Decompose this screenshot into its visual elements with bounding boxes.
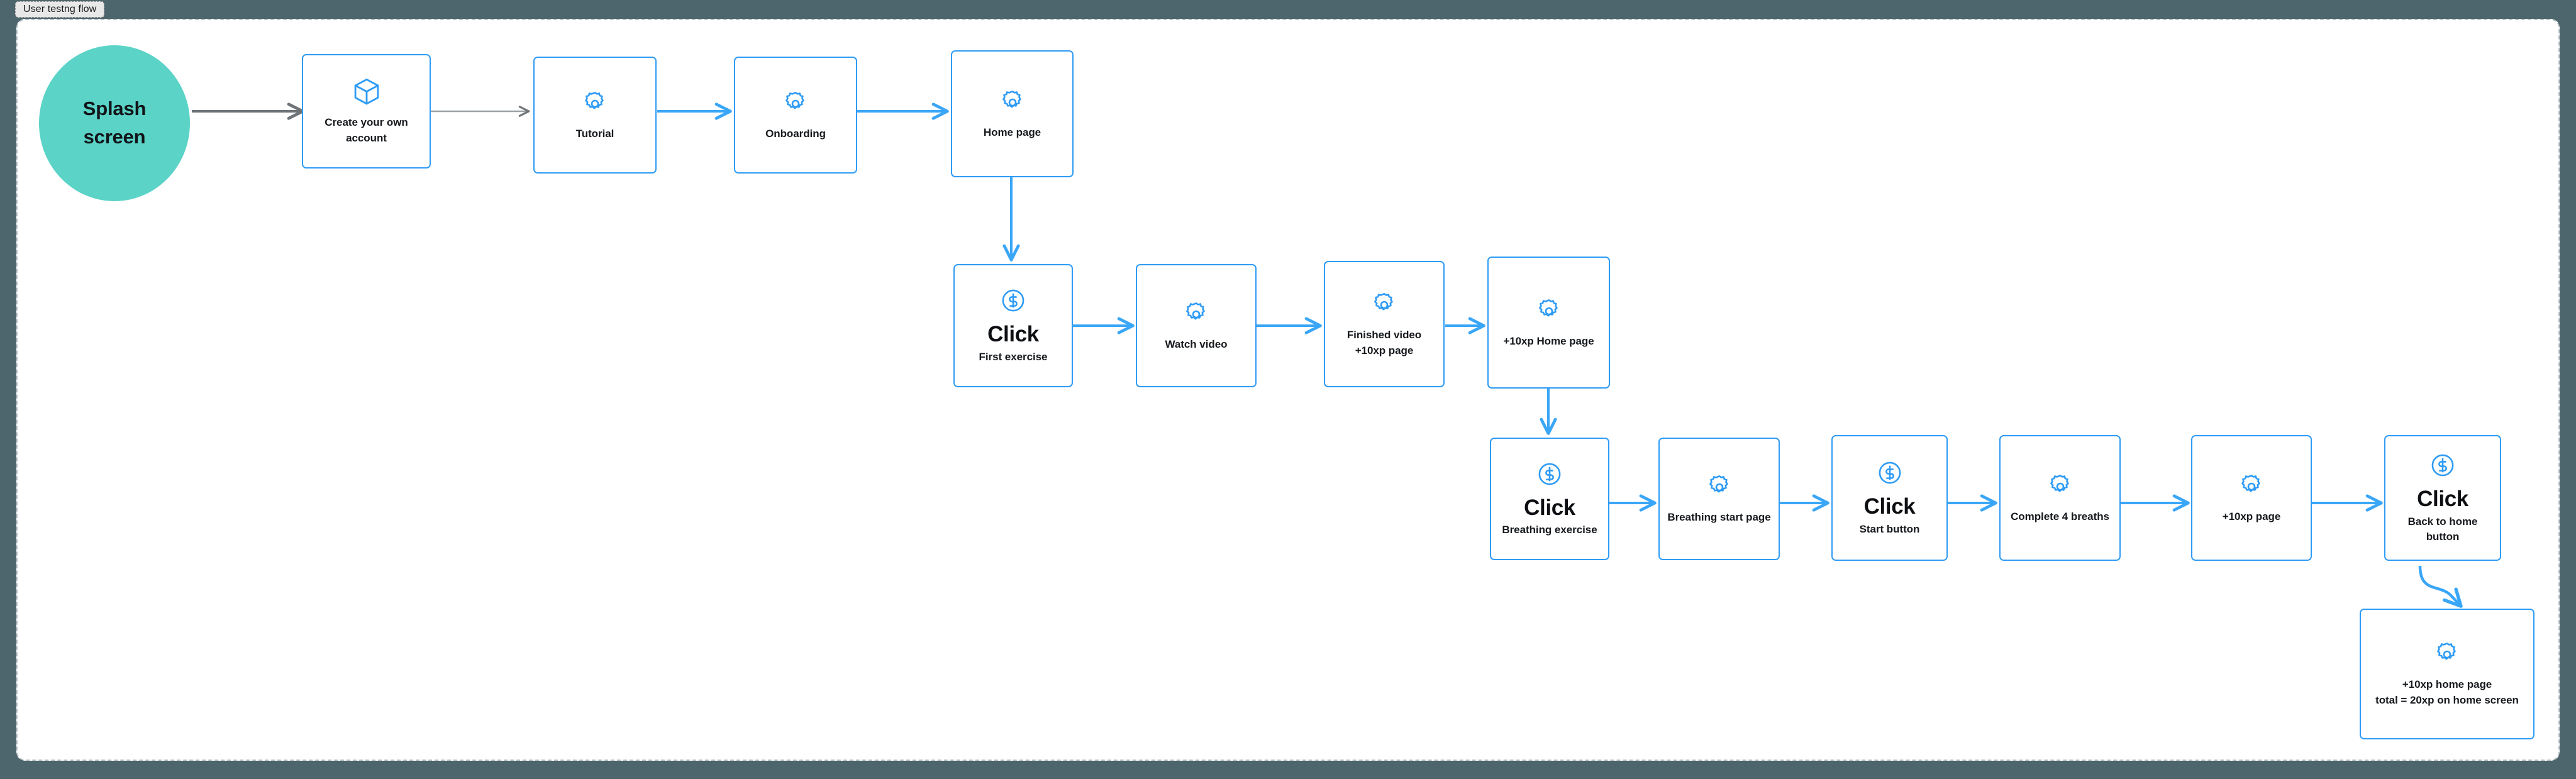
node-click-first-exercise[interactable]: Click First exercise [953, 264, 1073, 387]
node-title: Click [1863, 494, 1916, 519]
tab-user-testing-flow[interactable]: User testng flow [15, 1, 105, 18]
node-label: First exercise [979, 350, 1048, 363]
gear-icon [2045, 472, 2075, 502]
gear-icon [2236, 472, 2267, 502]
node-label: Start button [1859, 522, 1920, 535]
node-label: Create your own account [325, 116, 408, 144]
dollar-circle-icon [1535, 460, 1564, 489]
node-tutorial[interactable]: Tutorial [533, 57, 657, 174]
node-create-account[interactable]: Create your own account [302, 54, 431, 169]
node-title: Click [1524, 495, 1575, 520]
splash-line-2: screen [83, 126, 146, 148]
node-label: Finished video +10xp page [1346, 328, 1422, 356]
dollar-circle-icon [2428, 451, 2457, 480]
node-label: Onboarding [765, 127, 826, 140]
node-click-back-to-home[interactable]: Click Back to home button [2384, 435, 2501, 561]
node-click-start-button[interactable]: Click Start button [1831, 435, 1948, 561]
node-label: Breathing start page [1667, 511, 1771, 524]
tab-label: User testng flow [23, 4, 97, 14]
gear-icon [1704, 472, 1735, 502]
node-title: Click [2417, 487, 2468, 512]
node-label: Home page [983, 126, 1041, 138]
node-title: Click [987, 322, 1039, 347]
gear-icon [780, 89, 811, 119]
node-click-breathing-exercise[interactable]: Click Breathing exercise [1490, 438, 1609, 560]
node-breathing-start-page[interactable]: Breathing start page [1658, 438, 1780, 560]
dollar-circle-icon [1875, 458, 1904, 487]
node-label: Complete 4 breaths [2011, 510, 2109, 522]
gear-icon [1534, 296, 1564, 326]
node-label: +10xp page [2222, 510, 2281, 522]
dollar-circle-icon [999, 286, 1028, 315]
node-label: Watch video [1165, 338, 1228, 350]
node-home-page[interactable]: Home page [951, 50, 1074, 177]
node-label: Breathing exercise [1502, 524, 1597, 536]
node-label: Back to home button [2407, 515, 2478, 543]
node-xp-page[interactable]: +10xp page [2191, 435, 2312, 561]
node-splash-screen[interactable]: Splash screen [39, 45, 190, 201]
flow-canvas[interactable] [16, 19, 2560, 761]
cube-icon [351, 76, 382, 108]
gear-icon [997, 87, 1028, 118]
splash-line-1: Splash [82, 97, 147, 120]
gear-icon [1181, 299, 1211, 329]
gear-icon [2432, 639, 2462, 670]
node-label: Tutorial [575, 127, 614, 140]
node-finished-video[interactable]: Finished video +10xp page [1324, 261, 1445, 387]
node-watch-video[interactable]: Watch video [1136, 264, 1257, 387]
node-label: +10xp Home page [1503, 334, 1594, 347]
node-xp-home-total[interactable]: +10xp home page total = 20xp on home scr… [2360, 609, 2534, 739]
node-complete-4-breaths[interactable]: Complete 4 breaths [1999, 435, 2121, 561]
node-label: +10xp home page total = 20xp on home scr… [2375, 678, 2519, 706]
gear-icon [1369, 290, 1399, 320]
gear-icon [580, 89, 610, 119]
node-onboarding[interactable]: Onboarding [734, 57, 857, 174]
node-xp-home-page[interactable]: +10xp Home page [1487, 257, 1610, 389]
